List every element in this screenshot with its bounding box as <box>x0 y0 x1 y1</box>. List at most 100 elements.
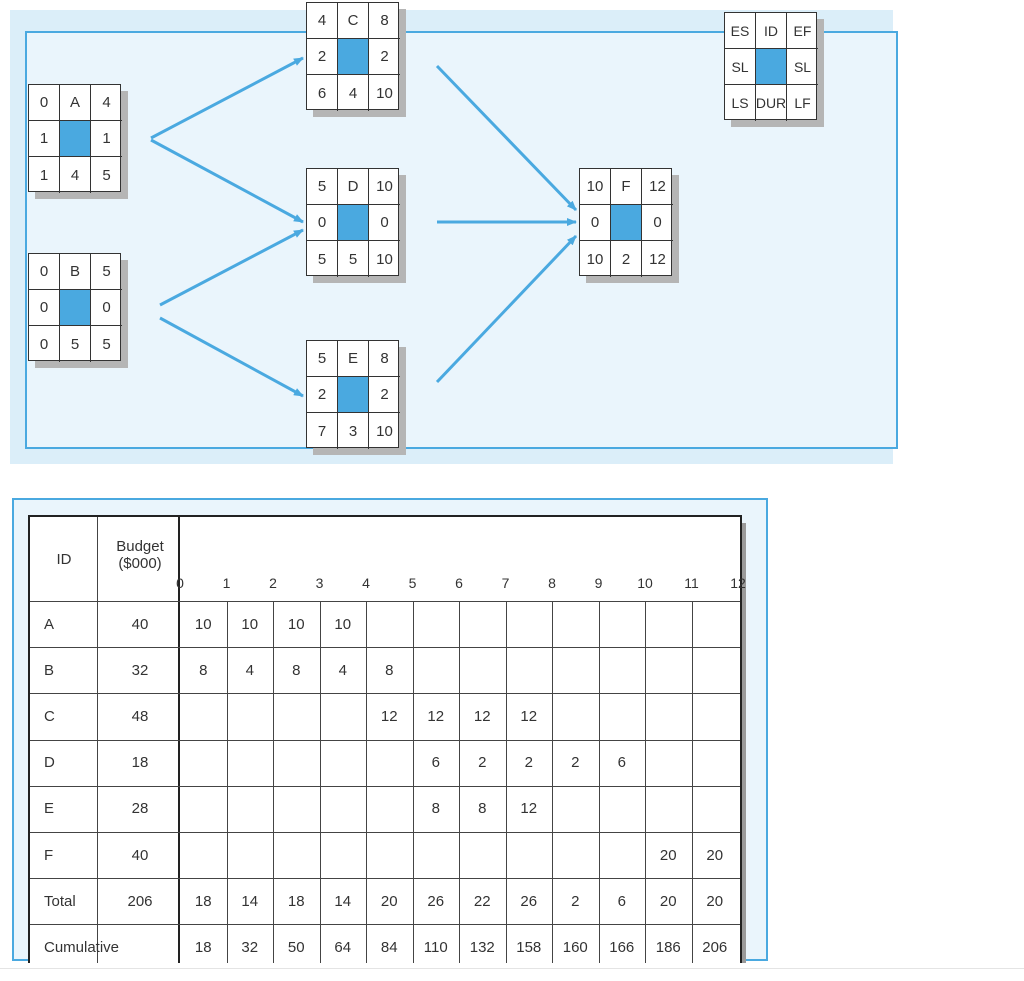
node-sl-left: 0 <box>29 290 60 326</box>
period-cost-cell <box>413 832 460 878</box>
table-period-line <box>552 601 553 963</box>
period-cost-cell <box>599 786 646 832</box>
node-ef: 4 <box>91 85 122 121</box>
total-period-cell: 14 <box>241 892 259 910</box>
period-cost-cell: 10 <box>194 615 212 633</box>
node-center-fill <box>611 205 642 241</box>
table-period-line <box>691 601 693 963</box>
period-cost-cell <box>552 832 599 878</box>
node-lf: 5 <box>102 335 111 353</box>
legend-es: ES <box>725 13 756 49</box>
table-horizontal-line <box>30 601 740 602</box>
node-lf: 12 <box>649 250 666 268</box>
period-cost-cell <box>692 601 739 647</box>
period-cost-cell <box>180 693 227 739</box>
node-sl-left: 1 <box>29 121 60 157</box>
time-tick-label: 6 <box>455 575 463 591</box>
period-cost-cell: 12 <box>520 800 538 818</box>
period-cost-cell <box>180 786 227 832</box>
total-period-cell: 22 <box>473 892 491 910</box>
table-period-line <box>459 601 460 963</box>
node-ls: 10 <box>580 241 611 277</box>
period-cost-cell <box>320 693 367 739</box>
cumulative-period-cell: 18 <box>194 938 212 956</box>
cumulative-period-cell: 50 <box>287 938 305 956</box>
period-cost-cell: 12 <box>380 707 398 725</box>
cumulative-period-cell: 64 <box>334 938 352 956</box>
period-cost-cell <box>180 832 227 878</box>
activity-node-a: 0 A 4 1 1 1 4 5 <box>28 84 128 199</box>
total-budget-value: 206 <box>127 892 153 910</box>
period-cost-cell <box>599 832 646 878</box>
cumulative-period-cell: 84 <box>380 938 398 956</box>
period-cost-cell <box>599 647 646 693</box>
node-lf: 10 <box>376 250 393 268</box>
row-activity-id: D <box>44 754 55 772</box>
time-tick-label: 2 <box>269 575 277 591</box>
total-period-cell: 20 <box>706 892 724 910</box>
period-cost-cell <box>645 786 692 832</box>
period-cost-cell <box>227 786 274 832</box>
legend-sl-right: SL <box>787 49 818 85</box>
period-cost-cell: 20 <box>706 846 724 864</box>
node-grid: 0 B 5 0 0 0 5 5 <box>28 253 122 362</box>
node-ls: 1 <box>29 157 60 193</box>
time-tick-label: 7 <box>501 575 510 591</box>
row-budget-value: 48 <box>131 707 149 725</box>
node-id: B <box>60 254 91 290</box>
period-cost-cell: 8 <box>478 800 487 818</box>
node-grid: 5 D 10 0 0 5 5 10 <box>306 168 400 277</box>
node-ls: 6 <box>307 75 338 111</box>
node-sl-left: 2 <box>307 39 338 75</box>
period-cost-cell: 8 <box>292 661 301 679</box>
time-tick-label: 8 <box>548 575 556 591</box>
activity-node-f: 10 F 12 0 0 10 2 12 <box>579 168 679 283</box>
period-cost-cell <box>506 647 553 693</box>
node-ef: 8 <box>369 341 400 377</box>
node-ls: 5 <box>307 241 338 277</box>
table-period-line <box>412 601 414 963</box>
legend-dur: DUR <box>756 85 787 121</box>
node-id: D <box>338 169 369 205</box>
row-budget-value: 28 <box>131 800 149 818</box>
legend-node: ES ID EF SL SL LS DUR LF <box>724 12 824 127</box>
period-cost-cell: 10 <box>334 615 352 633</box>
node-lf: 5 <box>102 166 111 184</box>
period-cost-cell <box>413 647 460 693</box>
header-budget: Budget ($000) <box>98 525 182 585</box>
legend-center-fill <box>756 49 787 85</box>
header-id: ID <box>56 550 72 568</box>
cumulative-period-cell: 158 <box>516 938 542 956</box>
table-horizontal-line <box>30 785 740 787</box>
period-cost-cell <box>227 832 274 878</box>
node-dur: 5 <box>60 326 91 362</box>
period-cost-cell: 4 <box>338 661 347 679</box>
period-cost-cell <box>273 693 320 739</box>
cumulative-period-cell: 110 <box>423 938 448 956</box>
total-period-cell: 18 <box>287 892 305 910</box>
cumulative-row-label: Cumulative <box>44 938 120 956</box>
node-sl-left: 0 <box>580 205 611 241</box>
table-horizontal-line <box>30 878 740 880</box>
node-sl-right: 2 <box>369 39 400 75</box>
node-sl-left: 0 <box>307 205 338 241</box>
legend-sl-left: SL <box>725 49 756 85</box>
row-budget-value: 40 <box>131 846 149 864</box>
table-period-line <box>645 601 646 963</box>
node-grid: ES ID EF SL SL LS DUR LF <box>724 12 818 121</box>
time-tick-label: 5 <box>408 575 417 591</box>
node-ls: 7 <box>307 413 338 449</box>
time-tick-label: 11 <box>684 575 699 591</box>
time-tick-label: 12 <box>730 575 746 591</box>
period-cost-cell <box>692 786 739 832</box>
header-budget-line2: ($000) <box>118 555 162 572</box>
period-cost-cell: 12 <box>520 707 538 725</box>
node-es: 10 <box>580 169 611 205</box>
time-tick-label: 1 <box>222 575 231 591</box>
node-ef: 12 <box>642 169 673 205</box>
period-cost-cell: 10 <box>287 615 305 633</box>
period-cost-cell: 8 <box>431 800 440 818</box>
table-period-line <box>505 601 507 963</box>
period-cost-cell <box>366 786 413 832</box>
